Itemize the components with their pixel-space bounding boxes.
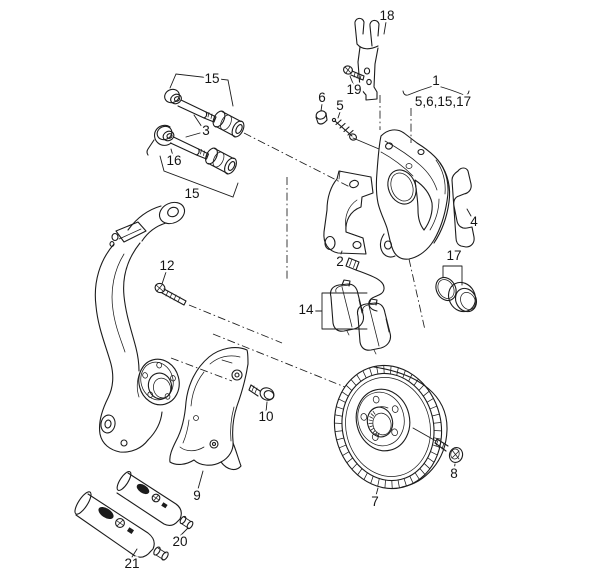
rotor-set-screw-drawing (412, 427, 464, 463)
callout-9[interactable]: 9 (191, 486, 203, 506)
callout-20[interactable]: 20 (170, 532, 190, 552)
callout-3[interactable]: 3 (200, 121, 212, 141)
callout-16[interactable]: 16 (164, 151, 184, 171)
hub-bolt-holes (142, 362, 176, 400)
guide-pin-assembly-upper (164, 88, 245, 138)
brake-pads-drawing (314, 279, 392, 355)
center-axis-lines (170, 95, 426, 388)
bleeder-cap-drawing (315, 110, 328, 125)
wear-sensor-wire-drawing (345, 257, 385, 312)
callout-15-bottom[interactable]: 15 (182, 184, 202, 204)
callout-19[interactable]: 19 (344, 80, 364, 100)
callout-17[interactable]: 17 (444, 246, 464, 266)
callout-12[interactable]: 12 (157, 256, 177, 276)
seal-kit-callout-bracket (442, 265, 463, 286)
callout-8[interactable]: 8 (448, 464, 460, 484)
pads-callout-bracket (314, 292, 368, 330)
callout-21[interactable]: 21 (122, 554, 142, 574)
hose-bracket-drawing (354, 17, 380, 101)
grease-tube-large-drawing (74, 491, 169, 561)
spring-clip-drawing (451, 167, 475, 248)
callout-leader-lines (131, 21, 472, 558)
shield-bolt-drawing (248, 384, 275, 401)
callout-1[interactable]: 1 (430, 71, 442, 91)
brake-rotor-drawing (333, 364, 448, 490)
callout-2[interactable]: 2 (334, 252, 346, 272)
callout-5[interactable]: 5 (334, 96, 346, 116)
callout-labels: 18 19 1 5,6,15,17 6 5 15 3 16 15 12 2 14… (122, 6, 481, 574)
bleeder-screw-drawing (331, 117, 357, 141)
callout-10[interactable]: 10 (256, 407, 276, 427)
retaining-clip-16 (146, 124, 172, 156)
callout-14[interactable]: 14 (296, 300, 316, 320)
callout-6[interactable]: 6 (316, 88, 328, 108)
bracket-bolt-drawing (343, 65, 365, 81)
steering-knuckle-drawing (94, 201, 186, 453)
callout-7[interactable]: 7 (369, 492, 381, 512)
guide-pin-assembly-lower (146, 123, 240, 177)
brake-caliper-drawing (375, 129, 451, 260)
rotor-vent-hatch (334, 365, 442, 489)
seal-kit-drawing (435, 265, 478, 313)
grease-tube-small-drawing (116, 470, 194, 530)
callout-15-top[interactable]: 15 (202, 69, 222, 89)
rotor-bore-hatch (368, 410, 380, 438)
callout-18[interactable]: 18 (377, 6, 397, 26)
callout-1-group[interactable]: 5,6,15,17 (413, 92, 474, 112)
caliper-carrier-drawing (323, 170, 374, 255)
callout-4[interactable]: 4 (468, 212, 481, 232)
knuckle-bolt-drawing (154, 282, 187, 306)
splash-shield-drawing (169, 347, 249, 471)
